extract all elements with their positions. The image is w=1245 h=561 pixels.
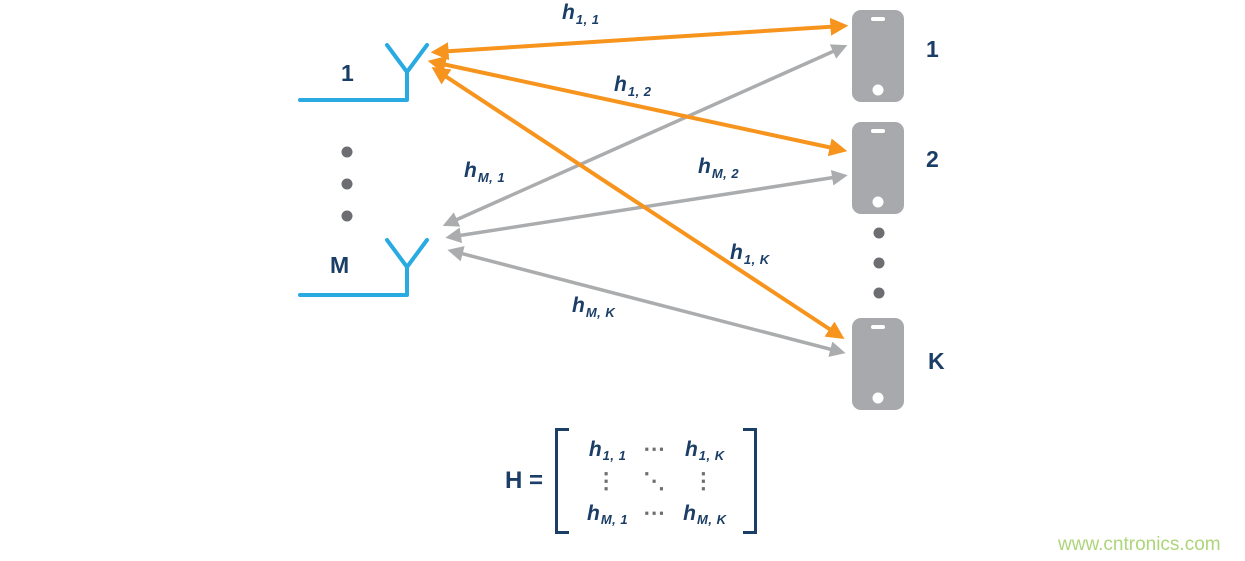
channel-label-h-M-K: hM, K — [572, 294, 616, 320]
antenna-icon-1 — [298, 43, 429, 102]
matrix-ddots: ⋱ — [643, 468, 668, 493]
antenna-icon-M — [298, 238, 429, 297]
matrix-right-bracket — [743, 428, 758, 534]
matrix-vdots-right: ⋮ — [692, 468, 717, 493]
channel-matrix-equation: H = h1, 1 ⋯ h1, K ⋮ ⋱ ⋮ hM, 1 ⋯ hM, K — [505, 428, 758, 534]
channel-label-h-M-1: hM, 1 — [464, 159, 506, 185]
matrix-vdots-left: ⋮ — [595, 468, 620, 493]
matrix-cell-h-1-1: h1, 1 — [588, 437, 627, 464]
channel-label-h-1-2: h1, 2 — [614, 73, 652, 99]
matrix-hdots-bottom: ⋯ — [643, 500, 668, 525]
channel-line-h-1-K — [431, 67, 845, 339]
matrix-lhs: H = — [505, 467, 544, 494]
matrix-hdots-top: ⋯ — [643, 436, 668, 461]
phone-icon-1 — [852, 10, 904, 102]
matrix-grid: h1, 1 ⋯ h1, K ⋮ ⋱ ⋮ hM, 1 ⋯ hM, K — [579, 428, 733, 534]
phone-label-K: K — [928, 348, 945, 374]
channel-label-h-M-2: hM, 2 — [698, 155, 740, 181]
phone-label-2: 2 — [926, 146, 939, 172]
channel-line-h-M-K — [447, 246, 846, 357]
phone-label-1: 1 — [926, 36, 939, 62]
antenna-label-M: M — [330, 252, 350, 278]
matrix-left-bracket — [555, 428, 570, 534]
phone-icon-2 — [852, 122, 904, 214]
antenna-label-1: 1 — [341, 60, 354, 86]
phone-ellipsis-dots — [873, 227, 885, 299]
channel-label-h-1-K: h1, K — [730, 241, 770, 267]
matrix-cell-h-1-K: h1, K — [684, 437, 725, 464]
phone-icon-K — [852, 318, 904, 410]
channel-label-h-1-1: h1, 1 — [562, 1, 600, 27]
antenna-ellipsis-dots — [341, 146, 353, 222]
channel-line-h-1-1 — [430, 17, 849, 61]
site-watermark: www.cntronics.com — [1058, 534, 1221, 555]
matrix-cell-h-M-K: hM, K — [683, 501, 727, 528]
matrix-cell-h-M-1: hM, 1 — [587, 501, 629, 528]
